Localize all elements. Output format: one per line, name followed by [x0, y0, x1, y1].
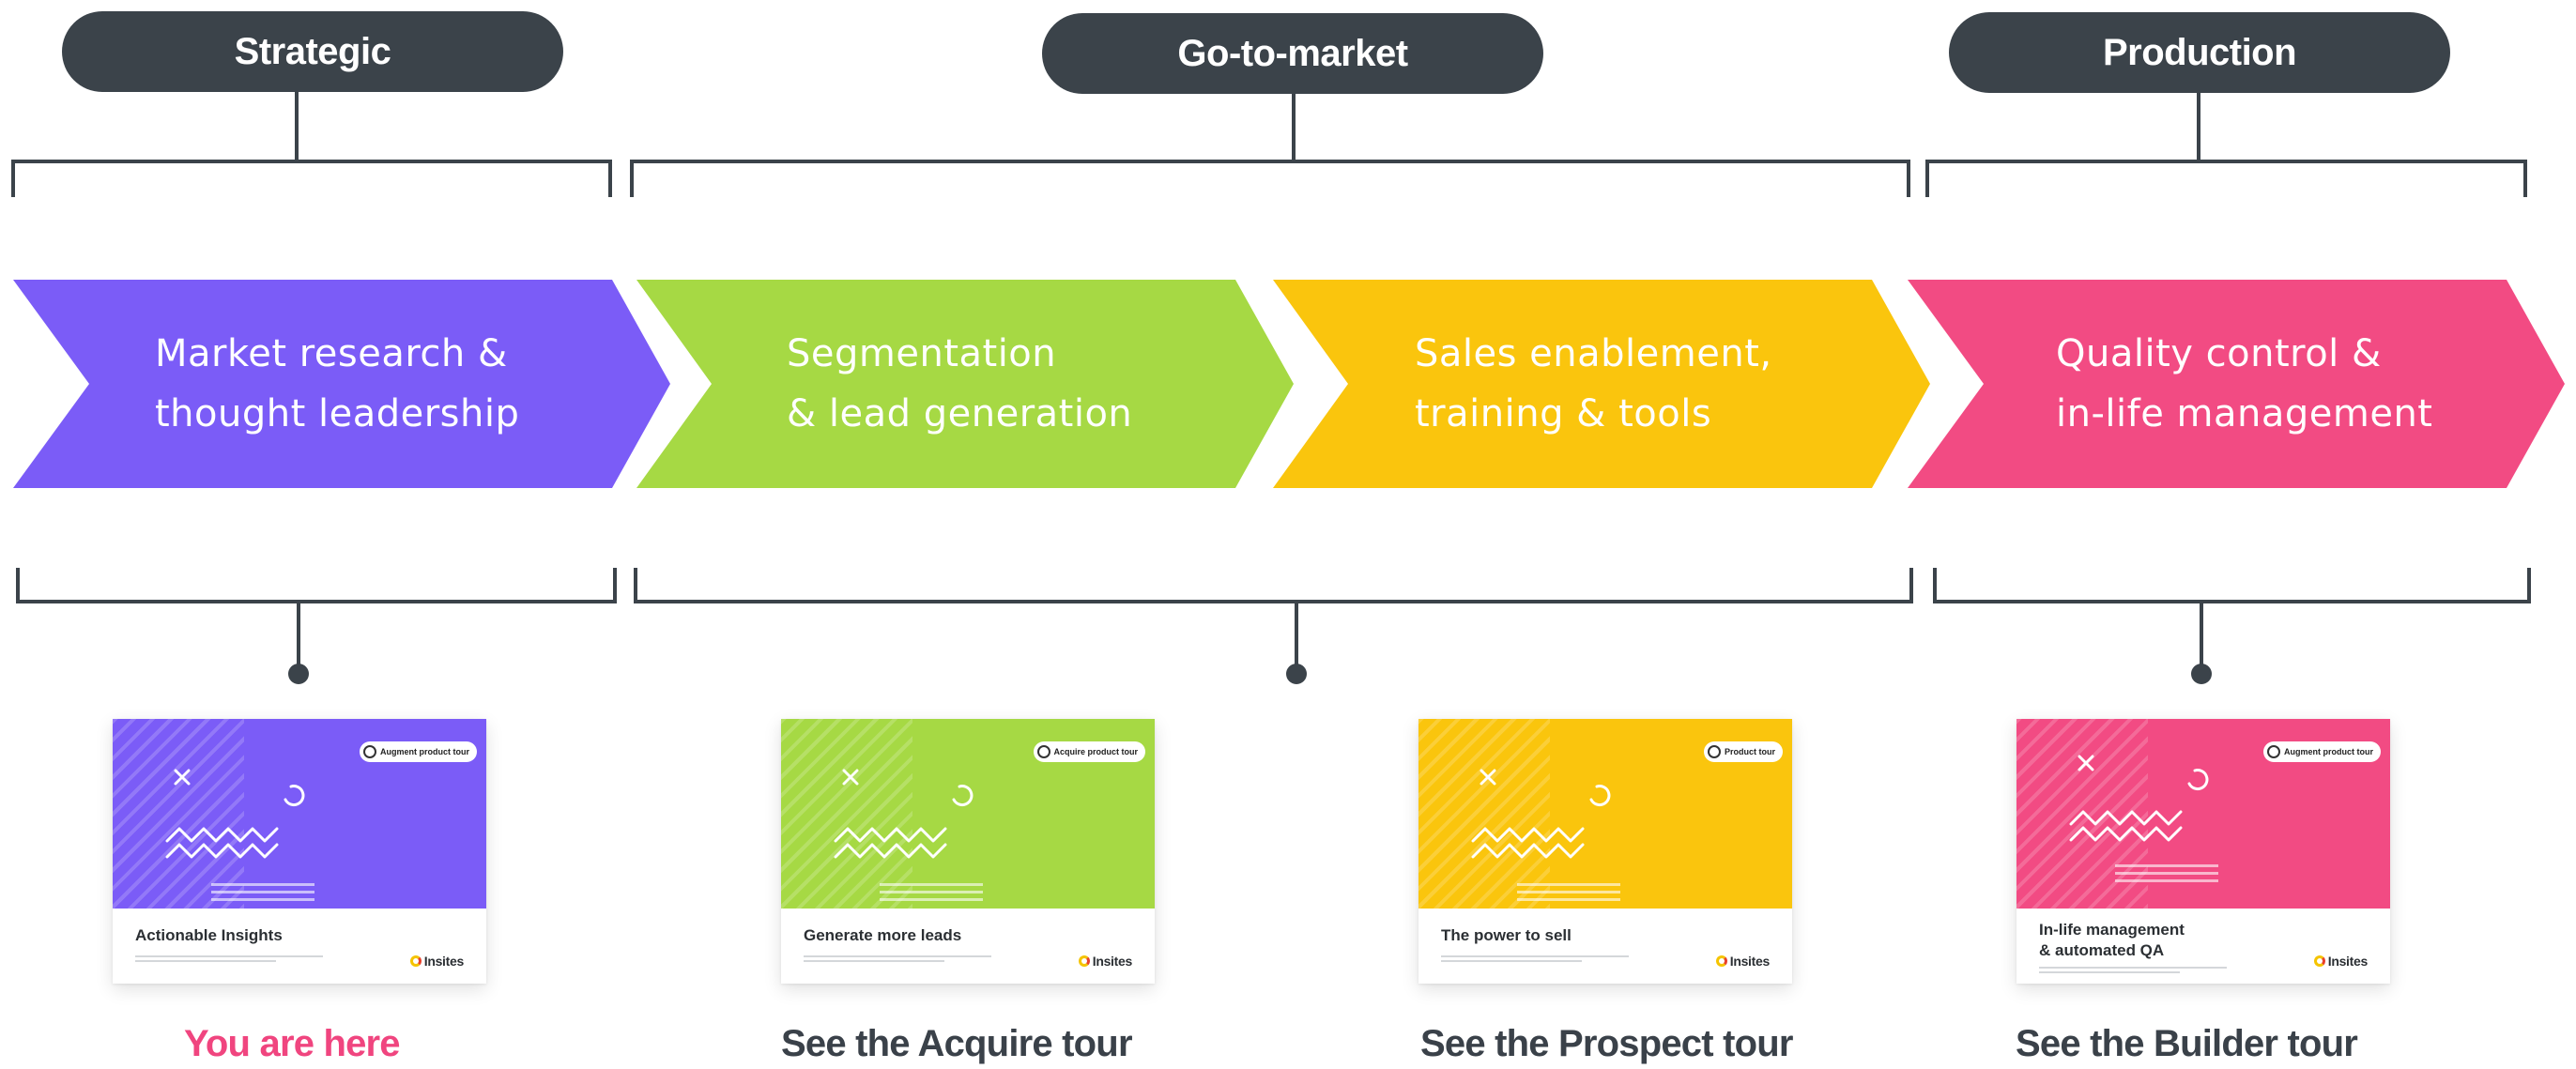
- stage-label-line: & lead generation: [787, 392, 1133, 435]
- phase-pill-strategic: Strategic: [62, 11, 563, 92]
- card-subtext-lines: [135, 955, 323, 965]
- stage-label-line: Sales enablement,: [1415, 332, 1772, 375]
- card-cover: Augment product tour: [113, 719, 486, 909]
- connector-dot-production: [2191, 664, 2212, 684]
- connector-dot-go-to-market: [1286, 664, 1307, 684]
- top-bracket-production: [1925, 92, 2527, 197]
- tour-card-augment[interactable]: Augment product tour Actionable Insights…: [113, 719, 486, 984]
- connector-dot-strategic: [288, 664, 309, 684]
- bottom-bracket-strategic: [16, 568, 617, 674]
- chevron-segmentation: [636, 280, 1294, 488]
- stage-label-line: Market research &: [155, 332, 508, 375]
- tour-tag-label: Augment product tour: [2284, 747, 2373, 756]
- logo-text: Insites: [1092, 954, 1133, 969]
- insites-logo: Insites: [1078, 954, 1133, 969]
- insites-logo-icon: [2313, 955, 2325, 967]
- insites-logo: Insites: [2313, 954, 2369, 969]
- top-bracket-go-to-market: [630, 92, 1910, 197]
- card-body: In-life management & automated QA Insite…: [2016, 909, 2390, 984]
- insites-logo: Insites: [1715, 954, 1771, 969]
- card-body: Actionable Insights Insites: [113, 909, 486, 984]
- bottom-bracket-go-to-market: [634, 568, 1913, 674]
- stage-label-line: Quality control &: [2056, 332, 2382, 375]
- tour-tag: Product tour: [1704, 741, 1783, 762]
- tag-dot-icon: [2267, 745, 2280, 758]
- stage-label-segmentation: Segmentation & lead generation: [787, 324, 1132, 444]
- insites-logo-icon: [1715, 955, 1727, 967]
- tour-tag-label: Acquire product tour: [1053, 747, 1139, 756]
- cover-decoration-icon: [834, 769, 983, 901]
- stripes-decoration: [1418, 719, 1550, 909]
- stage-label-line: training & tools: [1415, 392, 1712, 435]
- card-cover: Acquire product tour: [781, 719, 1155, 909]
- stage-label-sales-enablement: Sales enablement, training & tools: [1415, 324, 1772, 444]
- card-title: Generate more leads: [804, 926, 962, 944]
- card-subtext-lines: [1441, 955, 1629, 965]
- tag-dot-icon: [1036, 745, 1050, 758]
- tour-card-acquire[interactable]: Acquire product tour Generate more leads…: [781, 719, 1155, 984]
- card-subtext-lines: [804, 955, 991, 965]
- stage-label-market-research: Market research & thought leadership: [155, 324, 519, 444]
- insites-logo-icon: [409, 955, 422, 967]
- cover-decoration-icon: [2069, 755, 2218, 882]
- card-title: The power to sell: [1441, 926, 1572, 944]
- insites-logo-icon: [1078, 955, 1090, 967]
- tour-tag: Augment product tour: [2263, 741, 2381, 762]
- top-bracket-strategic: [11, 92, 612, 197]
- chevron-sales-enablement: [1273, 280, 1930, 488]
- card-cover: Augment product tour: [2016, 719, 2390, 909]
- phase-pill-production: Production: [1949, 12, 2450, 93]
- tour-card-builder[interactable]: Augment product tour In-life management …: [2016, 719, 2390, 984]
- chevron-market-research: [13, 280, 670, 488]
- stage-label-line: Segmentation: [787, 332, 1057, 375]
- chevron-quality-control: [1908, 280, 2565, 488]
- insites-logo: Insites: [409, 954, 465, 969]
- you-are-here-label: You are here: [184, 1023, 401, 1064]
- builder-tour-link[interactable]: See the Builder tour: [2016, 1023, 2358, 1064]
- tour-tag: Augment product tour: [360, 741, 477, 762]
- card-title: In-life management & automated QA: [2039, 921, 2185, 959]
- stage-label-line: in-life management: [2056, 392, 2433, 435]
- cover-decoration-icon: [165, 769, 314, 901]
- stripes-decoration: [113, 719, 244, 909]
- card-title: Actionable Insights: [135, 926, 283, 944]
- bottom-bracket-production: [1933, 568, 2531, 674]
- tour-card-prospect[interactable]: Product tour The power to sell Insites: [1418, 719, 1792, 984]
- stage-label-line: thought leadership: [155, 392, 520, 435]
- card-subtext-lines: [2039, 967, 2227, 976]
- tag-dot-icon: [363, 745, 376, 758]
- stage-label-quality-control: Quality control & in-life management: [2056, 324, 2432, 444]
- tour-tag-label: Product tour: [1725, 747, 1775, 756]
- logo-text: Insites: [2327, 954, 2369, 969]
- tour-tag: Acquire product tour: [1033, 741, 1145, 762]
- tag-dot-icon: [1708, 745, 1721, 758]
- prospect-tour-link[interactable]: See the Prospect tour: [1420, 1023, 1793, 1064]
- logo-text: Insites: [423, 954, 465, 969]
- card-body: The power to sell Insites: [1418, 909, 1792, 984]
- stripes-decoration: [781, 719, 912, 909]
- acquire-tour-link[interactable]: See the Acquire tour: [781, 1023, 1133, 1064]
- cover-decoration-icon: [1471, 769, 1620, 901]
- tour-tag-label: Augment product tour: [380, 747, 469, 756]
- card-body: Generate more leads Insites: [781, 909, 1155, 984]
- card-cover: Product tour: [1418, 719, 1792, 909]
- phase-pill-go-to-market: Go-to-market: [1042, 13, 1543, 94]
- logo-text: Insites: [1729, 954, 1771, 969]
